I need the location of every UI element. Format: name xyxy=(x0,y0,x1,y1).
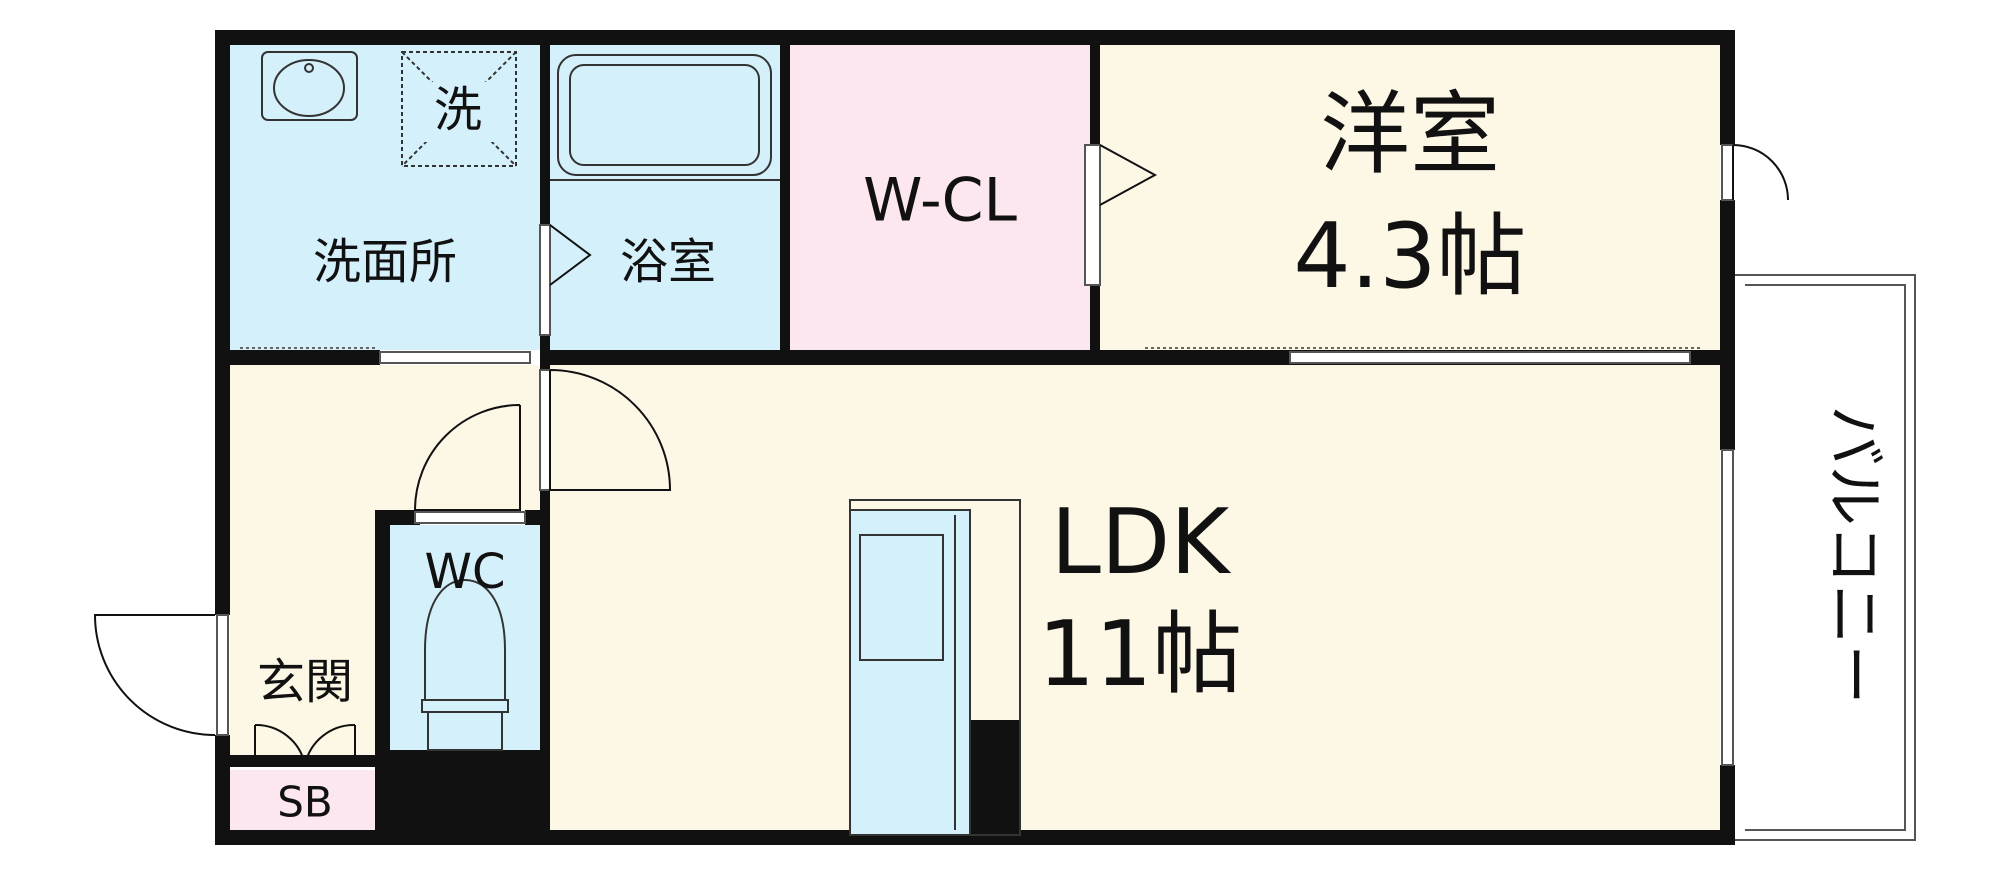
ldk-size: 11帖 xyxy=(1038,602,1243,707)
closet-area xyxy=(790,45,1090,350)
interior-walls xyxy=(230,45,1720,835)
washer-label-bg xyxy=(422,82,494,142)
western-room-size: 4.3帖 xyxy=(1293,204,1526,309)
ldk-name: LDK xyxy=(1051,490,1231,595)
washer-label: 洗 xyxy=(434,82,482,138)
bathtub-icon xyxy=(557,54,772,176)
outer-walls xyxy=(215,30,1735,845)
western-room-name: 洋室 xyxy=(1320,82,1500,187)
washroom-label: 洗面所 xyxy=(313,234,457,290)
bathroom-label: 浴室 xyxy=(620,234,716,290)
washbasin-icon xyxy=(261,51,358,121)
shoebox-label: SB xyxy=(277,778,332,827)
kitchen-counter xyxy=(849,509,971,836)
wc-label: WC xyxy=(425,544,506,600)
closet-label: W-CL xyxy=(863,166,1017,236)
western-room-area xyxy=(1100,45,1720,350)
openings xyxy=(216,144,1734,766)
svg-text:バルコニー: バルコニー xyxy=(1818,406,1888,705)
balcony-label: バルコニー xyxy=(1818,406,1888,705)
washer-space-icon xyxy=(401,51,517,167)
entrance-area xyxy=(230,515,380,760)
door-swings xyxy=(93,144,1789,766)
bathroom-area xyxy=(550,45,780,350)
balcony-outline xyxy=(1735,274,1916,841)
entrance-label: 玄関 xyxy=(257,654,353,710)
hall-area xyxy=(230,365,540,515)
shoebox-area xyxy=(230,770,380,830)
ldk-area xyxy=(550,365,1720,835)
toilet-icon xyxy=(421,578,509,751)
